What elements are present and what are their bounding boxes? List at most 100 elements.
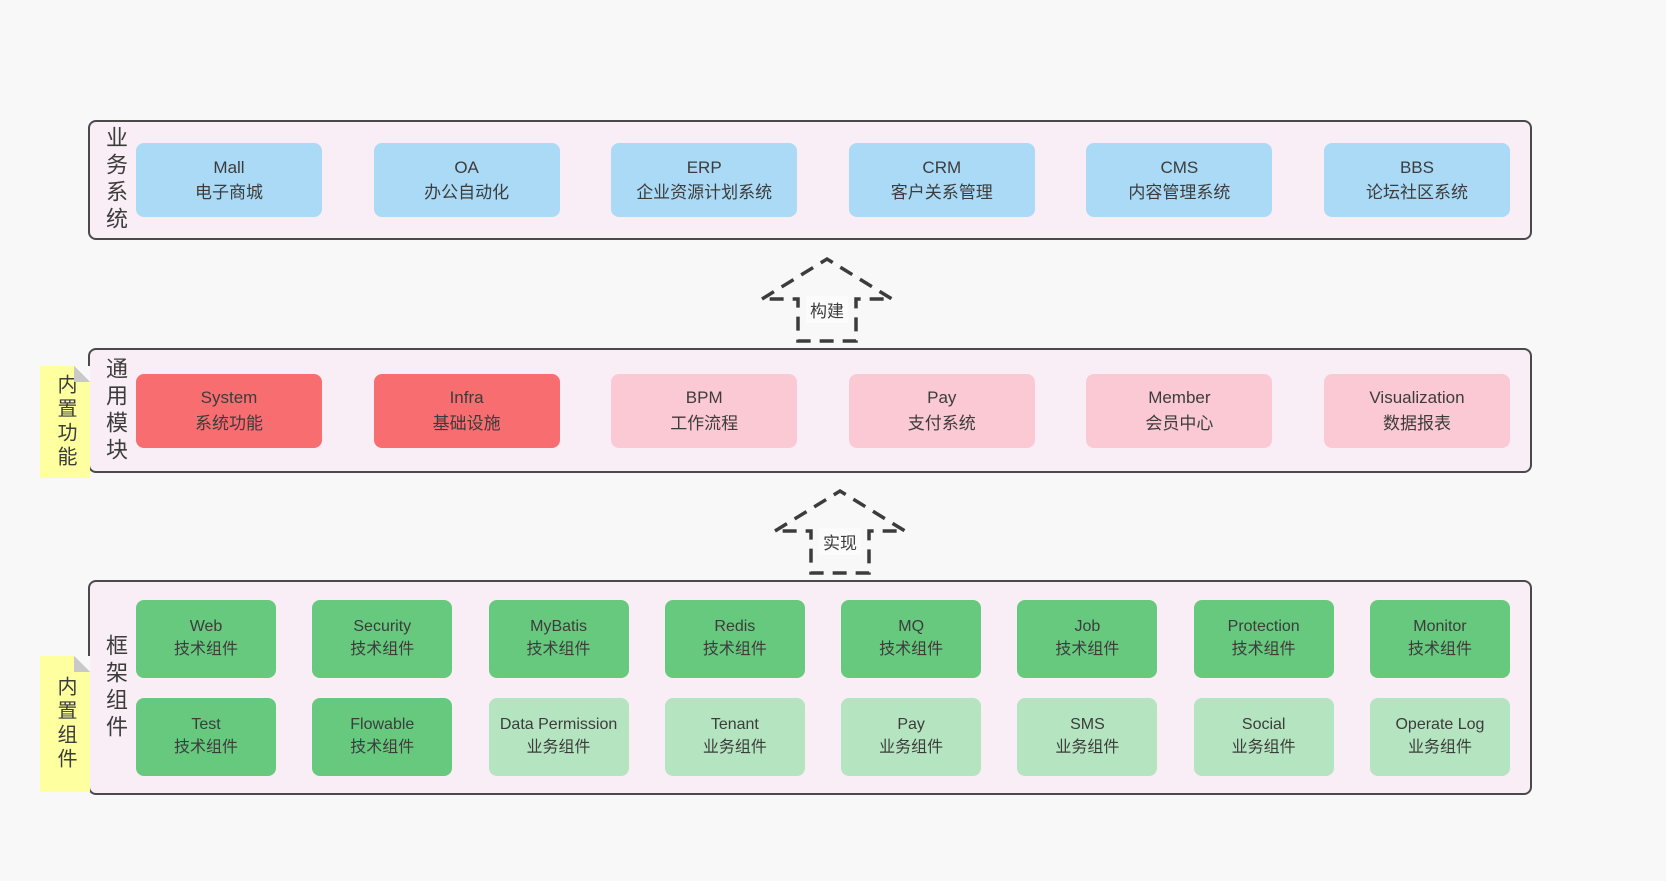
node-title: Infra xyxy=(449,388,484,407)
node-subtitle: 会员中心 xyxy=(1145,413,1214,433)
node-subtitle: 电子商城 xyxy=(195,183,263,202)
node-subtitle: 技术组件 xyxy=(173,640,238,658)
node-title: Test xyxy=(191,716,221,734)
node-monitor: Monitor 技术组件 xyxy=(1369,599,1510,678)
node-infra: Infra 基础设施 xyxy=(373,373,560,448)
node-test: Test 技术组件 xyxy=(136,697,276,776)
node-title: Member xyxy=(1148,388,1211,407)
sticky-label: 内置组件 xyxy=(54,676,76,772)
framework-rows: Web 技术组件 Security 技术组件 MyBatis 技术组件 Redi… xyxy=(136,599,1510,776)
node-bpm: BPM 工作流程 xyxy=(611,373,798,448)
sticky-label: 内置功能 xyxy=(54,374,76,470)
node-sms: SMS 业务组件 xyxy=(1017,697,1158,776)
node-title: Pay xyxy=(897,716,925,734)
node-subtitle: 内容管理系统 xyxy=(1128,183,1231,202)
node-title: System xyxy=(200,388,258,407)
node-social: Social 业务组件 xyxy=(1193,697,1334,776)
framework-row-1: Web 技术组件 Security 技术组件 MyBatis 技术组件 Redi… xyxy=(136,599,1510,678)
node-title: SMS xyxy=(1070,716,1105,734)
arrow-implement-label: 实现 xyxy=(819,528,861,555)
node-subtitle: 业务组件 xyxy=(1231,738,1296,756)
node-title: OA xyxy=(454,157,479,177)
node-member: Member 会员中心 xyxy=(1086,373,1273,448)
node-title: Data Permission xyxy=(499,716,618,734)
node-title: Visualization xyxy=(1369,388,1465,407)
node-subtitle: 办公自动化 xyxy=(424,183,510,202)
node-title: ERP xyxy=(686,157,722,177)
node-title: Protection xyxy=(1227,618,1300,636)
node-mq: MQ 技术组件 xyxy=(841,599,982,678)
node-title: Monitor xyxy=(1413,618,1467,636)
node-subtitle: 技术组件 xyxy=(526,640,591,658)
node-title: Job xyxy=(1074,618,1101,636)
node-subtitle: 技术组件 xyxy=(350,640,415,658)
arrow-build-label: 构建 xyxy=(806,296,848,323)
node-subtitle: 客户关系管理 xyxy=(890,183,993,202)
node-security: Security 技术组件 xyxy=(312,599,453,678)
node-title: Pay xyxy=(927,388,957,407)
node-oa: OA 办公自动化 xyxy=(373,143,560,217)
node-subtitle: 技术组件 xyxy=(1055,640,1120,658)
node-crm: CRM 客户关系管理 xyxy=(848,143,1035,217)
node-title: CMS xyxy=(1160,157,1199,177)
module-boxes: System 系统功能 Infra 基础设施 BPM 工作流程 Pay 支付系统… xyxy=(136,373,1510,448)
sticky-built-in-features: 内置功能 xyxy=(40,366,90,478)
node-subtitle: 技术组件 xyxy=(173,738,238,756)
node-job: Job 技术组件 xyxy=(1017,599,1158,678)
up-arrow-icon xyxy=(772,488,908,575)
up-arrow-icon xyxy=(759,256,895,343)
node-subtitle: 企业资源计划系统 xyxy=(636,183,773,202)
node-title: Redis xyxy=(714,618,756,636)
node-title: MyBatis xyxy=(530,618,588,636)
node-subtitle: 业务组件 xyxy=(1055,738,1120,756)
node-subtitle: 业务组件 xyxy=(702,738,767,756)
node-title: Security xyxy=(353,618,412,636)
node-subtitle: 业务组件 xyxy=(879,738,944,756)
band-business-systems: 业务系统 Mall 电子商城 OA 办公自动化 ERP 企业资源计划系统 CRM… xyxy=(88,120,1532,240)
node-subtitle: 技术组件 xyxy=(879,640,944,658)
node-tenant: Tenant 业务组件 xyxy=(664,697,805,776)
node-subtitle: 论坛社区系统 xyxy=(1365,183,1468,202)
arrow-implement: 实现 xyxy=(772,488,908,576)
band-modules-label: 通用模块 xyxy=(103,356,128,465)
node-subtitle: 技术组件 xyxy=(1231,640,1296,658)
node-operate-log: Operate Log 业务组件 xyxy=(1369,697,1510,776)
band-business-label: 业务系统 xyxy=(103,126,128,234)
node-subtitle: 数据报表 xyxy=(1382,413,1451,433)
node-subtitle: 技术组件 xyxy=(350,738,415,756)
node-pay: Pay 支付系统 xyxy=(848,373,1035,448)
node-title: Flowable xyxy=(350,716,415,734)
band-common-modules: 内置功能 通用模块 System 系统功能 Infra 基础设施 BPM 工作流… xyxy=(40,348,1532,478)
node-mall: Mall 电子商城 xyxy=(136,143,322,217)
node-subtitle: 基础设施 xyxy=(432,413,501,433)
node-subtitle: 业务组件 xyxy=(1407,738,1472,756)
node-title: BBS xyxy=(1399,157,1434,177)
node-protection: Protection 技术组件 xyxy=(1193,599,1334,678)
node-subtitle: 支付系统 xyxy=(907,413,976,433)
node-title: Social xyxy=(1241,716,1286,734)
node-title: BPM xyxy=(685,388,723,407)
node-title: Web xyxy=(189,618,223,636)
node-title: Mall xyxy=(213,157,245,177)
node-web: Web 技术组件 xyxy=(136,599,276,678)
node-subtitle: 工作流程 xyxy=(670,413,739,433)
band-framework-label: 框架组件 xyxy=(103,633,128,742)
node-title: CRM xyxy=(922,157,962,177)
node-title: Operate Log xyxy=(1395,716,1485,734)
node-bbs: BBS 论坛社区系统 xyxy=(1323,143,1510,217)
arrow-build: 构建 xyxy=(759,256,895,344)
node-subtitle: 业务组件 xyxy=(526,738,591,756)
node-erp: ERP 企业资源计划系统 xyxy=(611,143,798,217)
node-title: Tenant xyxy=(710,716,759,734)
folded-corner-icon xyxy=(74,366,90,382)
node-subtitle: 技术组件 xyxy=(1407,640,1472,658)
node-title: MQ xyxy=(898,618,925,636)
node-subtitle: 技术组件 xyxy=(702,640,767,658)
node-mybatis: MyBatis 技术组件 xyxy=(488,599,629,678)
business-boxes: Mall 电子商城 OA 办公自动化 ERP 企业资源计划系统 CRM 客户关系… xyxy=(136,143,1510,217)
sticky-built-in-components: 内置组件 xyxy=(40,656,90,792)
node-flowable: Flowable 技术组件 xyxy=(312,697,453,776)
node-pay-component: Pay 业务组件 xyxy=(841,697,982,776)
band-framework-components: 内置组件 框架组件 Web 技术组件 Security 技术组件 MyBatis… xyxy=(40,580,1532,795)
